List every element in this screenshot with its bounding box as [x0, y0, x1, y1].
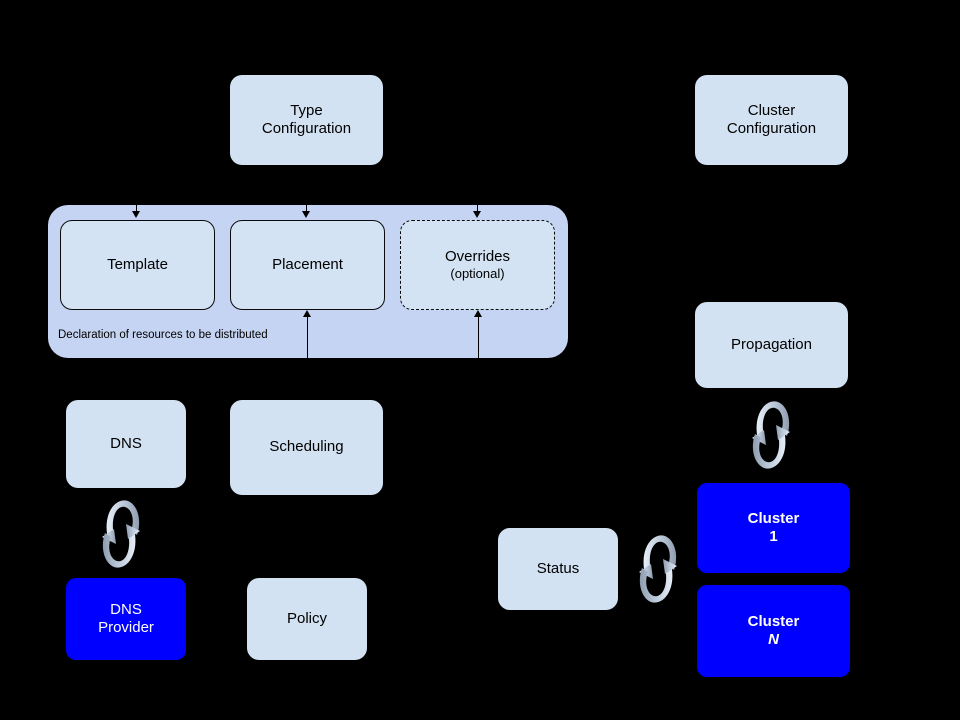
- node-placement[interactable]: Placement: [230, 220, 385, 310]
- node-status[interactable]: Status: [498, 528, 618, 610]
- node-cluster-1[interactable]: Cluster 1: [697, 483, 850, 573]
- arrow-up-icon-placement: [303, 310, 311, 317]
- cluster-1-prefix: Cluster: [747, 509, 800, 527]
- node-template[interactable]: Template: [60, 220, 215, 310]
- connector-type-to-placement: [306, 203, 307, 213]
- connector-type-to-overrides: [477, 203, 478, 213]
- cluster-configuration-line2: Configuration: [726, 120, 817, 137]
- arrow-down-icon-overrides: [473, 211, 481, 218]
- placement-label: Placement: [272, 255, 343, 273]
- type-configuration-line1: Type: [290, 101, 323, 119]
- node-policy[interactable]: Policy: [247, 578, 367, 660]
- node-cluster-configuration[interactable]: Cluster Configuration: [695, 75, 848, 165]
- arrow-up-icon-overrides: [474, 310, 482, 317]
- arrow-down-icon-placement: [302, 211, 310, 218]
- cluster-n-index: N: [768, 631, 779, 648]
- cluster-1-index: 1: [769, 528, 778, 545]
- policy-label: Policy: [286, 609, 327, 627]
- overrides-optional-label: (optional): [450, 266, 505, 282]
- node-dns-provider[interactable]: DNS Provider: [66, 578, 186, 660]
- dns-label: DNS: [110, 434, 142, 452]
- sync-arrows-icon-dns: [90, 495, 152, 573]
- cluster-configuration-line1: Cluster: [747, 101, 796, 119]
- connector-scheduling-to-placement: [307, 316, 308, 358]
- arrow-down-icon-template: [132, 211, 140, 218]
- sync-arrows-icon-status: [627, 530, 689, 608]
- template-label: Template: [107, 255, 168, 273]
- sync-arrows-icon-propagation: [740, 396, 802, 474]
- node-propagation[interactable]: Propagation: [695, 302, 848, 388]
- node-cluster-n[interactable]: Cluster N: [697, 585, 850, 677]
- dns-provider-line2: Provider: [98, 619, 154, 636]
- overrides-label: Overrides: [444, 247, 511, 265]
- propagation-label: Propagation: [731, 335, 812, 353]
- node-type-configuration[interactable]: Type Configuration: [230, 75, 383, 165]
- type-configuration-line2: Configuration: [261, 120, 352, 137]
- connector-policy-to-overrides: [478, 316, 479, 358]
- scheduling-label: Scheduling: [269, 438, 344, 456]
- node-scheduling[interactable]: Scheduling: [230, 400, 383, 495]
- dns-provider-line1: DNS: [110, 600, 142, 618]
- group-caption: Declaration of resources to be distribut…: [58, 329, 268, 341]
- node-overrides[interactable]: Overrides (optional): [400, 220, 555, 310]
- connector-type-to-template: [136, 203, 137, 213]
- node-dns[interactable]: DNS: [66, 400, 186, 488]
- cluster-n-prefix: Cluster: [747, 612, 800, 630]
- status-label: Status: [536, 559, 580, 577]
